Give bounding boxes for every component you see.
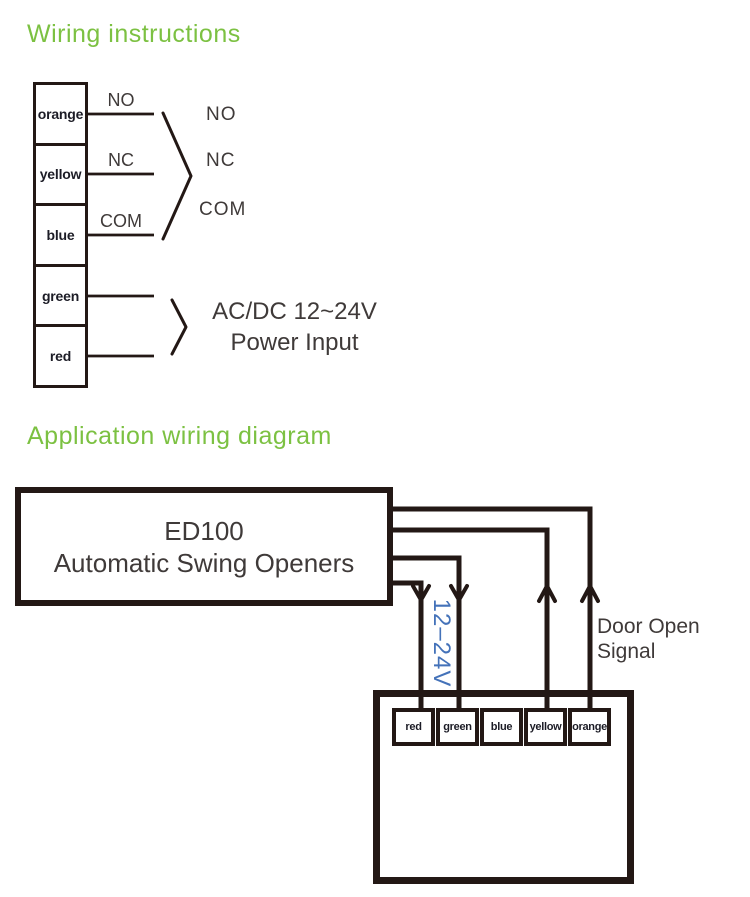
- device-terminal-blue: blue: [480, 708, 523, 746]
- terminal-label-red: red: [49, 348, 72, 365]
- device-terminal-green: green: [436, 708, 479, 746]
- arrow-down-icon: [411, 584, 431, 602]
- relay-contact-label-nc: NC: [206, 150, 236, 171]
- terminal-label-yellow: yellow: [39, 166, 82, 183]
- terminal-cell-blue: blue: [36, 203, 85, 264]
- section-title-application: Application wiring diagram: [27, 422, 332, 450]
- power-input-label: AC/DC 12~24V Power Input: [197, 296, 392, 358]
- terminal-label-orange: orange: [37, 105, 84, 122]
- wire-yellow-signal: [393, 527, 550, 711]
- device-terminal-label-orange: orange: [572, 721, 607, 733]
- device-terminal-orange: orange: [568, 708, 611, 746]
- terminal-cell-green: green: [36, 263, 85, 325]
- wire-label-no: NO: [107, 90, 135, 110]
- terminal-label-green: green: [41, 287, 80, 304]
- device-terminal-label-green: green: [443, 721, 472, 733]
- opener-box: ED100 Automatic Swing Openers: [15, 487, 393, 606]
- access-device-box: [373, 690, 634, 884]
- wire-green-supply: [393, 555, 462, 711]
- section-title-wiring-instructions: Wiring instructions: [27, 20, 241, 48]
- door-open-signal-line2: Signal: [597, 640, 656, 663]
- arrow-down-icon: [449, 584, 469, 602]
- power-brace-line: [170, 298, 188, 356]
- relay-brace-line: [161, 111, 193, 241]
- terminal-cell-orange: orange: [36, 85, 85, 143]
- wire-orange-signal: [393, 506, 593, 711]
- power-input-line2: Power Input: [230, 329, 359, 356]
- device-terminal-label-red: red: [405, 721, 422, 733]
- voltage-label: 12–24V: [428, 598, 455, 688]
- door-open-signal-line1: Door Open: [597, 615, 700, 638]
- device-terminal-label-yellow: yellow: [529, 721, 562, 733]
- controller-terminal-block: orange yellow blue green red: [33, 82, 88, 388]
- relay-contact-label-com: COM: [199, 199, 247, 220]
- arrow-up-icon: [580, 584, 600, 603]
- device-terminal-red: red: [392, 708, 435, 746]
- power-input-line1: AC/DC 12~24V: [212, 298, 377, 325]
- device-terminal-label-blue: blue: [490, 721, 513, 733]
- device-terminal-row: red green blue yellow orange: [392, 708, 611, 746]
- terminal-cell-red: red: [36, 324, 85, 385]
- relay-contact-label-no: NO: [206, 104, 237, 125]
- wire-red-supply: [393, 580, 424, 711]
- terminal-label-blue: blue: [46, 226, 75, 243]
- opener-model-label: ED100: [164, 515, 244, 546]
- door-open-signal-label: Door Open Signal: [597, 614, 700, 664]
- opener-name-label: Automatic Swing Openers: [53, 547, 355, 578]
- wire-label-nc: NC: [108, 150, 134, 170]
- terminal-cell-yellow: yellow: [36, 142, 85, 204]
- device-terminal-yellow: yellow: [524, 708, 567, 746]
- wire-label-com: COM: [100, 211, 142, 231]
- arrow-up-icon: [537, 584, 557, 603]
